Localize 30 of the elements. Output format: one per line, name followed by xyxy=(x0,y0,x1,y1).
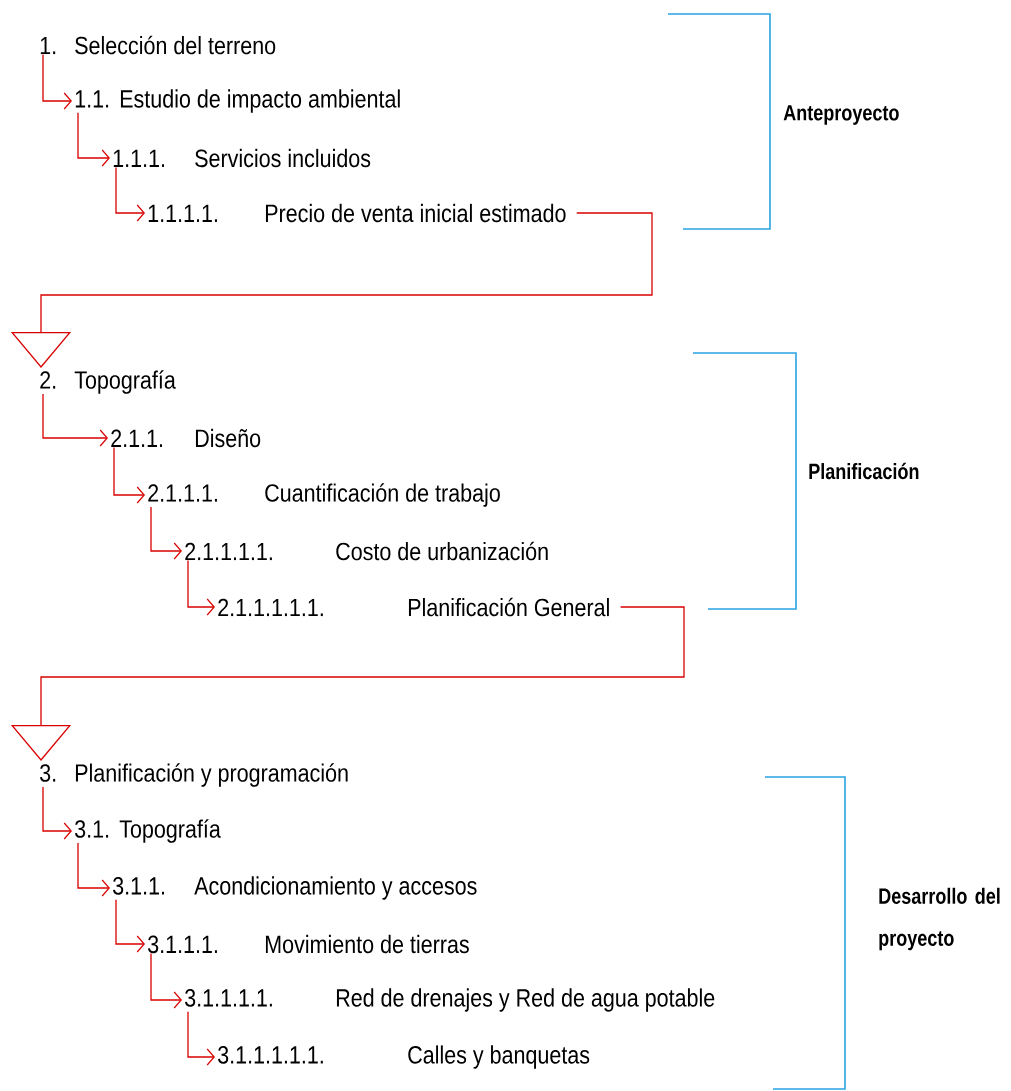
list-item: 2.1.1.1.1. Costo de urbanización xyxy=(185,541,548,561)
phase-label: Desarrollo del proyecto xyxy=(879,887,1000,951)
arrow xyxy=(42,53,72,110)
list-item: 3.1.1. Acondicionamiento y accesos xyxy=(113,876,477,900)
arrow xyxy=(42,393,108,447)
phase-label: Anteproyecto xyxy=(783,105,899,125)
list-item: 3.1.1.1. Movimiento de tierras xyxy=(148,934,469,954)
list-item: 3.1. Topografía xyxy=(75,819,221,843)
arrow xyxy=(150,952,182,1009)
list-item: 1.1. Estudio de impacto ambiental xyxy=(75,89,400,113)
arrow xyxy=(115,166,145,222)
arrow xyxy=(77,112,110,167)
list-item: 2. Topografía xyxy=(40,370,176,394)
list-item: 2.1.1.1.1.1. Planificación General xyxy=(218,597,609,617)
list-item: 1.1.1.1. Precio de venta inicial estimado xyxy=(148,203,566,223)
arrow xyxy=(42,786,72,840)
phase-label: Planificación xyxy=(809,462,919,480)
list-item: 1. Selección del terreno xyxy=(40,35,276,55)
list-item: 1.1.1. Servicios incluidos xyxy=(113,148,371,168)
arrow xyxy=(150,506,182,560)
arrow xyxy=(187,559,215,616)
list-item: 3.1.1.1.1.1. Calles y banquetas xyxy=(218,1045,590,1069)
list-item: 3.1.1.1.1. Red de drenajes y Red de agua potable xyxy=(185,988,715,1012)
list-item: 2.1.1.1. Cuantificación de trabajo xyxy=(148,483,500,507)
arrow xyxy=(115,899,145,953)
list-item: 2.1.1. Diseño xyxy=(111,428,261,448)
list-item: 3. Planificación y programación xyxy=(40,763,348,787)
arrow xyxy=(113,446,145,504)
arrow xyxy=(77,842,110,897)
arrow xyxy=(187,1011,215,1066)
